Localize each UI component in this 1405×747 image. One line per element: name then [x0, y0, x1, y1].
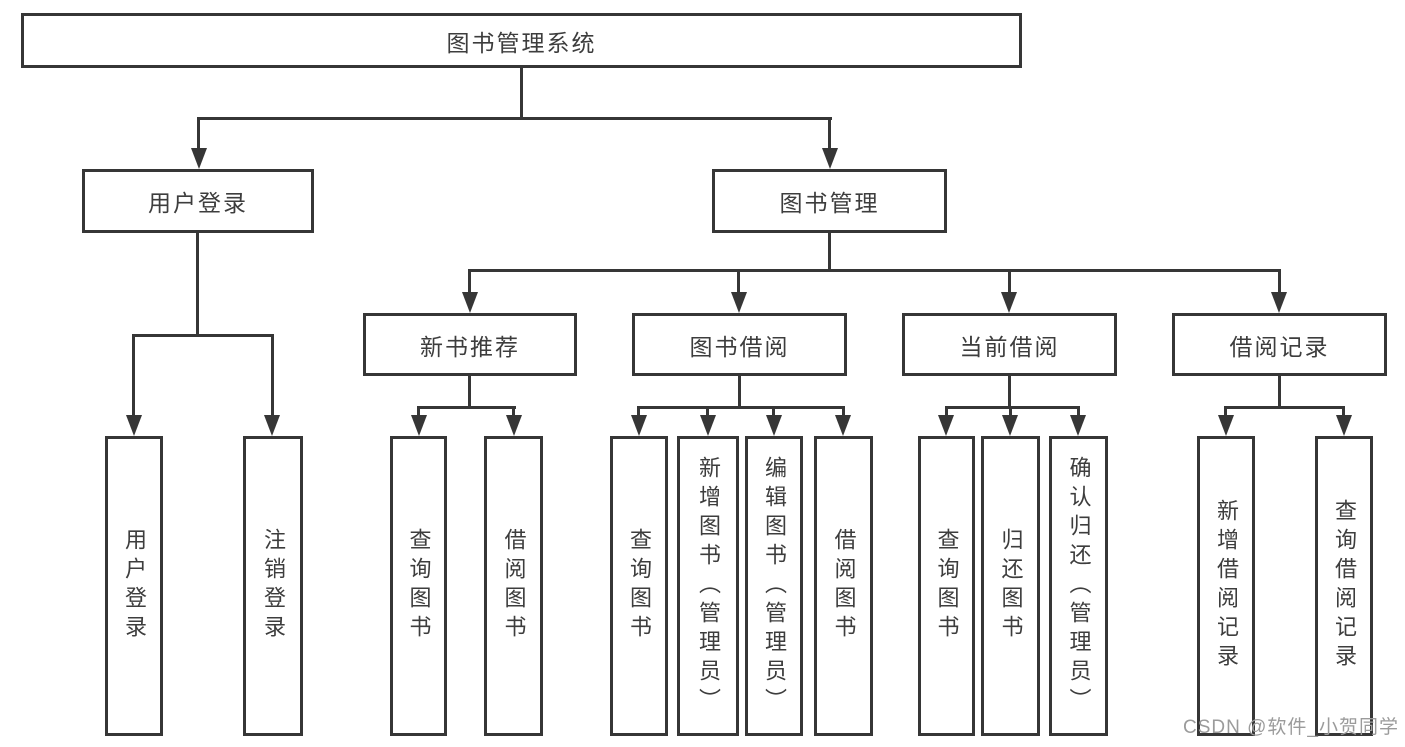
connector-line	[637, 406, 845, 409]
leaf-query-book-borrow: 查询图书	[610, 436, 668, 736]
arrow-down-icon	[1336, 415, 1352, 436]
arrow-down-icon	[938, 415, 954, 436]
arrow-down-icon	[1218, 415, 1234, 436]
connector-line	[1342, 406, 1345, 418]
connector-line	[1008, 376, 1011, 409]
connector-line	[738, 376, 741, 409]
connector-line	[417, 406, 420, 418]
leaf-add-book-admin: 新增图书（管理员）	[677, 436, 739, 736]
connector-line	[945, 406, 948, 418]
connector-line	[945, 406, 1080, 409]
arrow-down-icon	[1070, 415, 1086, 436]
node-current-borrow: 当前借阅	[902, 313, 1117, 376]
leaf-confirm-return-admin: 确认归还（管理员）	[1049, 436, 1108, 736]
arrow-down-icon	[766, 415, 782, 436]
connector-line	[132, 334, 274, 337]
arrow-down-icon	[126, 415, 142, 436]
connector-line	[468, 269, 1281, 272]
arrow-down-icon	[631, 415, 647, 436]
connector-line	[1224, 406, 1227, 418]
arrow-down-icon	[411, 415, 427, 436]
leaf-edit-book-admin: 编辑图书（管理员）	[745, 436, 803, 736]
connector-line	[132, 334, 135, 418]
node-book-management: 图书管理	[712, 169, 947, 233]
leaf-query-book-current: 查询图书	[918, 436, 975, 736]
connector-line	[468, 269, 471, 296]
connector-line	[772, 406, 775, 418]
arrow-down-icon	[822, 148, 838, 169]
node-book-borrow: 图书借阅	[632, 313, 847, 376]
node-new-book-recommend: 新书推荐	[363, 313, 577, 376]
connector-line	[512, 406, 515, 418]
connector-line	[842, 406, 845, 418]
arrow-down-icon	[264, 415, 280, 436]
arrow-down-icon	[731, 292, 747, 313]
node-library-management-system: 图书管理系统	[21, 13, 1022, 68]
connector-line	[520, 68, 523, 118]
connector-line	[828, 233, 831, 271]
leaf-borrow-book-recommend: 借阅图书	[484, 436, 543, 736]
connector-line	[706, 406, 709, 418]
arrow-down-icon	[462, 292, 478, 313]
connector-line	[196, 233, 199, 336]
connector-line	[1009, 406, 1012, 418]
leaf-query-borrow-record: 查询借阅记录	[1315, 436, 1373, 736]
connector-line	[737, 269, 740, 296]
arrow-down-icon	[506, 415, 522, 436]
leaf-return-book: 归还图书	[981, 436, 1040, 736]
arrow-down-icon	[191, 148, 207, 169]
leaf-borrow-book: 借阅图书	[814, 436, 873, 736]
leaf-logout: 注销登录	[243, 436, 303, 736]
leaf-add-borrow-record: 新增借阅记录	[1197, 436, 1255, 736]
connector-line	[1278, 376, 1281, 409]
connector-line	[417, 406, 516, 409]
connector-line	[271, 334, 274, 418]
arrow-down-icon	[835, 415, 851, 436]
connector-line	[1278, 269, 1281, 296]
csdn-watermark: CSDN @软件_小贺同学	[1183, 717, 1399, 738]
arrow-down-icon	[1271, 292, 1287, 313]
connector-line	[828, 117, 831, 153]
connector-line	[468, 376, 471, 409]
connector-line	[1224, 406, 1345, 409]
arrow-down-icon	[1002, 415, 1018, 436]
node-borrow-records: 借阅记录	[1172, 313, 1387, 376]
connector-line	[1008, 269, 1011, 296]
arrow-down-icon	[700, 415, 716, 436]
arrow-down-icon	[1001, 292, 1017, 313]
node-user-login: 用户登录	[82, 169, 314, 233]
connector-line	[1077, 406, 1080, 418]
leaf-user-login: 用户登录	[105, 436, 163, 736]
leaf-query-book-recommend: 查询图书	[390, 436, 447, 736]
connector-line	[637, 406, 640, 418]
connector-line	[197, 117, 200, 153]
connector-line	[197, 117, 832, 120]
